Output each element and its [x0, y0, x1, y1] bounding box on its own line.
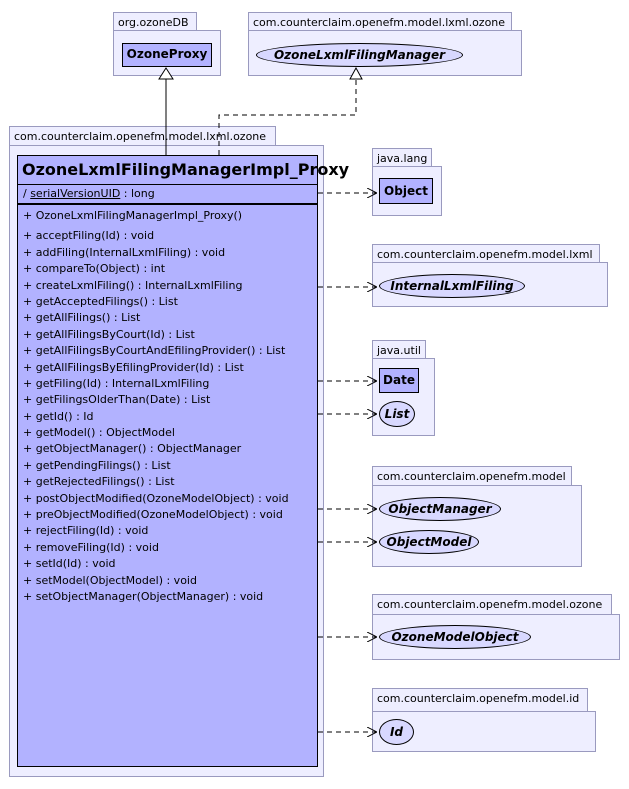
attribute-type: : long — [120, 187, 155, 200]
interface-object-manager[interactable]: ObjectManager — [379, 497, 501, 521]
operation: + compareTo(Object) : int — [23, 262, 166, 276]
package-label: com.counterclaim.openefm.model.ozone — [372, 594, 612, 614]
operation: + removeFiling(Id) : void — [23, 540, 159, 554]
divider — [18, 184, 317, 185]
interface-ozone-lxml-filing-manager[interactable]: OzoneLxmlFilingManager — [256, 43, 463, 67]
operation: + getAllFilings() : List — [23, 311, 141, 325]
operation: + getAcceptedFilings() : List — [23, 294, 178, 308]
operation: + getObjectManager() : ObjectManager — [23, 442, 242, 456]
package-label: com.counterclaim.openefm.model.lxml — [372, 244, 600, 262]
attribute-name: serialVersionUID — [30, 187, 121, 200]
class-object[interactable]: Object — [379, 178, 433, 204]
operation: + getId() : Id — [23, 409, 94, 423]
operation: + getModel() : ObjectModel — [23, 426, 175, 440]
realization-filing-manager — [218, 66, 363, 155]
interface-id[interactable]: Id — [379, 719, 414, 745]
operation: + getRejectedFilings() : List — [23, 475, 175, 489]
attribute-prefix: / — [23, 187, 31, 200]
interface-list[interactable]: List — [379, 401, 415, 427]
attribute-serial-version-uid: / serialVersionUID : long — [18, 185, 317, 203]
interface-internal-lxml-filing[interactable]: InternalLxmlFiling — [379, 274, 525, 298]
package-label: java.lang — [372, 148, 432, 166]
package-label: org.ozoneDB — [113, 12, 197, 30]
operation: + getAllFilingsByCourtAndEfilingProvider… — [23, 344, 286, 358]
operation: + getAllFilingsByEfilingProvider(Id) : L… — [23, 360, 244, 374]
constructor: + OzoneLxmlFilingManagerImpl_Proxy() — [23, 209, 243, 222]
interface-ozone-model-object[interactable]: OzoneModelObject — [379, 625, 531, 649]
operation: + preObjectModified(OzoneModelObject) : … — [23, 508, 283, 522]
operation: + postObjectModified(OzoneModelObject) :… — [23, 491, 289, 505]
interface-object-model[interactable]: ObjectModel — [379, 530, 479, 554]
package-label: com.counterclaim.openefm.model — [372, 466, 572, 485]
operations-list: + OzoneLxmlFilingManagerImpl_Proxy() + a… — [18, 205, 317, 608]
package-label: java.util — [372, 340, 426, 358]
divider — [18, 203, 317, 205]
operation: + acceptFiling(Id) : void — [23, 229, 155, 243]
class-ozone-lxml-filing-manager-impl-proxy[interactable]: OzoneLxmlFilingManagerImpl_Proxy / seria… — [17, 155, 350, 767]
generalization-ozone-proxy — [158, 67, 174, 155]
operation: + getAllFilingsByCourt(Id) : List — [23, 327, 195, 341]
class-date[interactable]: Date — [379, 368, 419, 393]
class-ozone-proxy[interactable]: OzoneProxy — [122, 43, 212, 67]
class-name: OzoneLxmlFilingManagerImpl_Proxy — [22, 160, 350, 179]
operation: + setObjectManager(ObjectManager) : void — [23, 589, 264, 603]
package-label: com.counterclaim.openefm.model.lxml.ozon… — [248, 12, 512, 30]
operation: + getPendingFilings() : List — [23, 458, 171, 472]
package-label: com.counterclaim.openefm.model.lxml.ozon… — [9, 126, 276, 145]
operation: + createLxmlFiling() : InternalLxmlFilin… — [23, 278, 243, 292]
operation: + getFiling(Id) : InternalLxmlFiling — [23, 376, 210, 390]
package-label: com.counterclaim.openefm.model.id — [372, 688, 588, 711]
operation: + addFiling(InternalLxmlFiling) : void — [23, 245, 226, 259]
operation: + setId(Id) : void — [23, 557, 116, 571]
operation: + getFilingsOlderThan(Date) : List — [23, 393, 211, 407]
operation: + rejectFiling(Id) : void — [23, 524, 149, 538]
operation: + setModel(ObjectModel) : void — [23, 573, 197, 587]
